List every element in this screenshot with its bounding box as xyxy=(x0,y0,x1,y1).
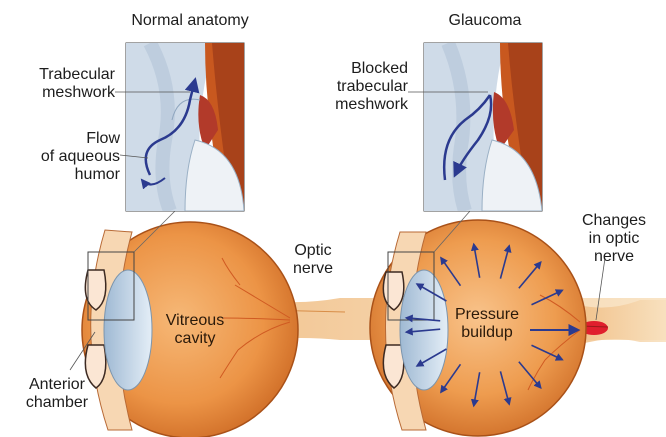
pressure-arrow-icon xyxy=(518,361,542,390)
flow-arrow-icon xyxy=(144,77,200,176)
pressure-arrow-icon xyxy=(518,260,542,289)
pressure-arrow-icon xyxy=(531,344,564,361)
pressure-arrow-icon xyxy=(415,283,447,302)
pressure-arrow-icon xyxy=(440,363,462,394)
left-inset xyxy=(125,42,245,212)
label-flow-aqueous-humor: Flow of aqueous humor xyxy=(40,130,120,183)
left-heading: Normal anatomy xyxy=(131,12,249,29)
right-inset xyxy=(423,42,543,212)
pressure-arrow-icon xyxy=(499,244,512,279)
pressure-arrow-icon xyxy=(404,314,441,323)
pressure-arrow-icon xyxy=(440,256,462,287)
pressure-arrow-icon xyxy=(470,372,481,408)
label-blocked-trabecular-meshwork: Blocked trabecular meshwork xyxy=(335,60,408,113)
pressure-arrow-icon xyxy=(499,371,512,406)
label-optic-nerve: Optic nerve xyxy=(292,242,334,277)
right-optic-nerve xyxy=(578,300,666,345)
pressure-arrow-icon xyxy=(415,348,447,367)
right-heading: Glaucoma xyxy=(448,12,522,29)
left-zoom-box xyxy=(87,251,135,321)
pressure-arrow-icon xyxy=(470,242,481,278)
label-trabecular-meshwork: Trabecular meshwork xyxy=(39,66,115,101)
label-anterior-chamber: Anterior chamber xyxy=(25,376,89,411)
label-vitreous-cavity: Vitreous cavity xyxy=(165,312,225,347)
label-pressure-buildup: Pressure buildup xyxy=(454,306,520,341)
flow-arrow-icon xyxy=(443,94,492,181)
label-changes-optic-nerve: Changes in optic nerve xyxy=(581,212,647,265)
pressure-arrow-icon xyxy=(404,327,441,336)
pressure-arrow-icon xyxy=(531,289,564,306)
left-cornea-iris xyxy=(84,229,153,431)
pressure-arrows xyxy=(404,242,564,408)
